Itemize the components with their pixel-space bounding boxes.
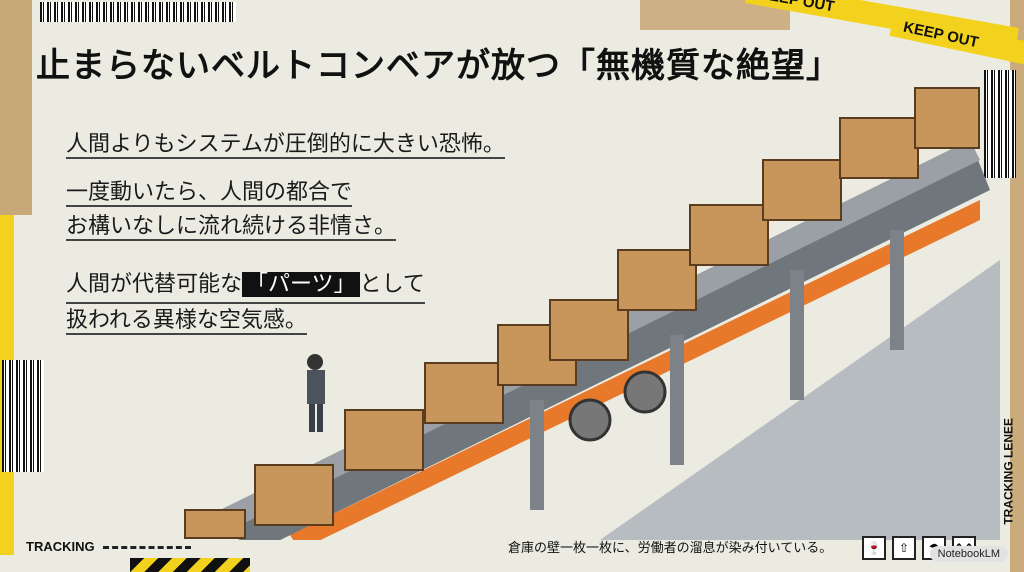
belt-leg xyxy=(790,270,804,400)
barcode-left xyxy=(2,360,44,472)
gear-icon xyxy=(623,370,667,414)
box xyxy=(549,299,629,361)
hazard-stripes xyxy=(130,558,250,572)
box xyxy=(184,509,246,539)
box xyxy=(689,204,769,266)
note-block-3: 人間が代替可能な「パーツ」として 扱われる異様な空気感。 xyxy=(66,268,425,338)
fragile-icon: 🍷 xyxy=(862,536,886,560)
belt-orange-stripe xyxy=(290,200,980,540)
note-text: 人間よりもシステムが圧倒的に大きい恐怖。 xyxy=(66,132,505,159)
note-text: 人間が代替可能な xyxy=(66,272,243,297)
notebooklm-watermark: NotebookLM xyxy=(929,546,1008,562)
box xyxy=(254,464,334,526)
dash-line xyxy=(102,546,191,550)
box xyxy=(914,87,980,149)
worker-figure xyxy=(307,354,325,432)
note-line-1: 人間よりもシステムが圧倒的に大きい恐怖。 xyxy=(66,128,505,162)
note-text: として xyxy=(359,272,425,297)
page-title: 止まらないベルトコンベアが放つ「無機質な絶望」 xyxy=(36,46,841,86)
note-text: 一度動いたら、人間の都合で xyxy=(66,180,353,207)
barcode-top xyxy=(40,2,236,22)
tracking-label: TRACKING xyxy=(26,539,191,554)
note-text: お構いなしに流れ続ける非情さ。 xyxy=(66,214,397,241)
cardboard-boxes xyxy=(184,87,980,539)
this-way-up-icon: ⇧ xyxy=(892,536,916,560)
belt-leg xyxy=(670,335,684,465)
vertical-tracking-label: TRACKING LENEE xyxy=(1002,418,1016,525)
box xyxy=(344,409,424,471)
note-block-2: 一度動いたら、人間の都合で お構いなしに流れ続ける非情さ。 xyxy=(66,176,397,244)
note-highlight: 「パーツ」 xyxy=(242,272,360,297)
barcode-right xyxy=(984,70,1016,178)
conveyor-illustration xyxy=(184,87,1000,540)
cardboard-edge-left xyxy=(0,0,32,215)
box xyxy=(617,249,697,311)
note-text: 扱われる異様な空気感。 xyxy=(66,308,307,335)
box xyxy=(839,117,919,179)
belt-leg xyxy=(890,230,904,350)
box xyxy=(424,362,504,424)
belt-leg xyxy=(530,400,544,510)
gear-icon xyxy=(568,398,612,442)
tracking-text: TRACKING xyxy=(26,539,95,554)
box xyxy=(762,159,842,221)
bottom-caption: 倉庫の壁一枚一枚に、労働者の溜息が染み付いている。 xyxy=(508,541,833,556)
